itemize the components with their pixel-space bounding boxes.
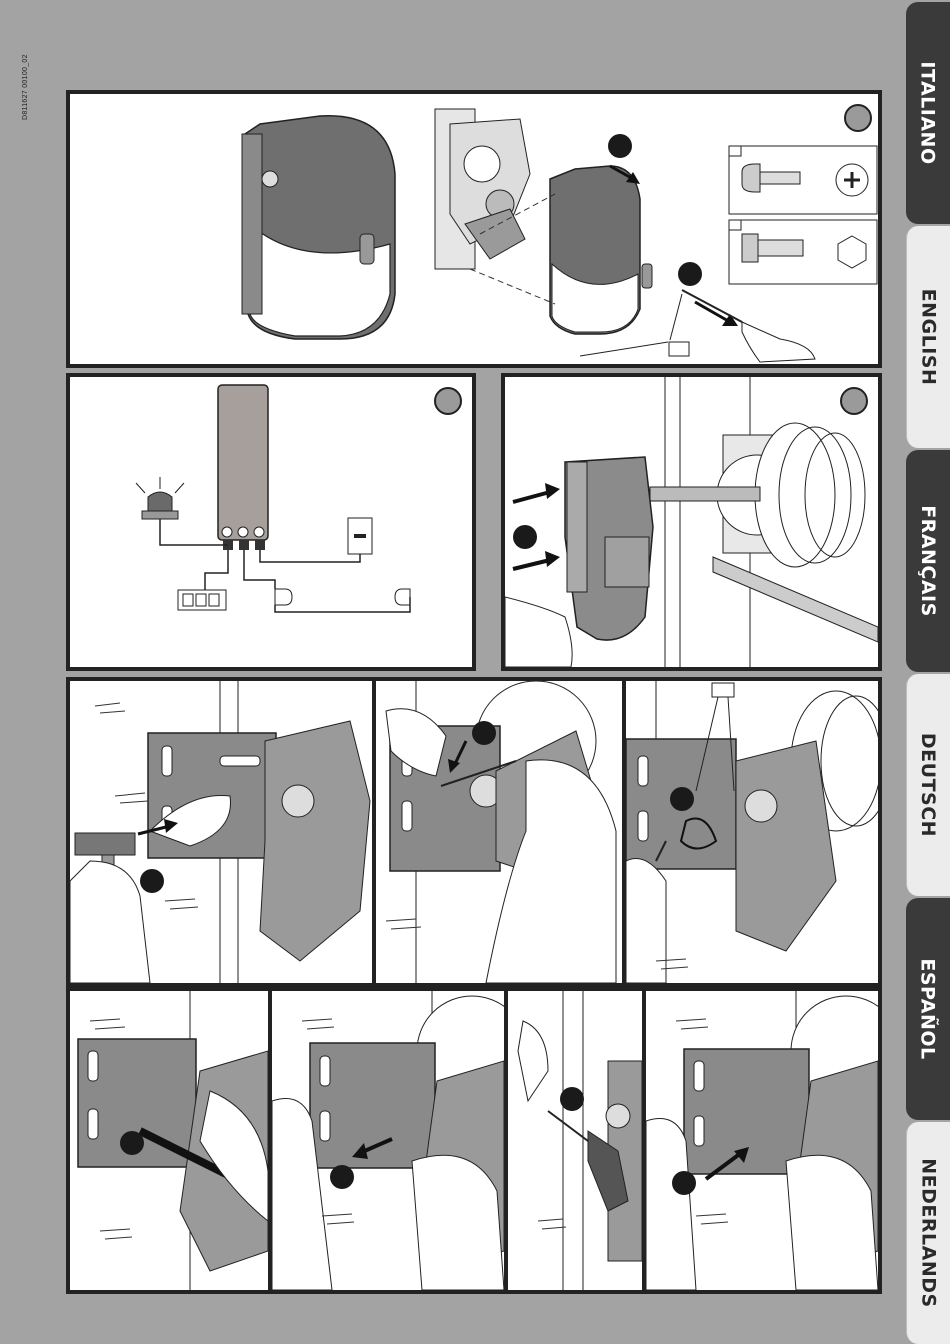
panel-cover-removal xyxy=(66,90,882,368)
wiring-diagram xyxy=(70,377,472,667)
hammer-step-illustration xyxy=(70,681,372,983)
level-step-illustration xyxy=(70,991,268,1290)
tab-label: ITALIANO xyxy=(917,61,939,164)
step-number-marker xyxy=(678,262,702,286)
tab-nederlands[interactable]: NEDERLANDS xyxy=(906,1122,950,1344)
step-number-marker xyxy=(670,787,694,811)
tab-label: NEDERLANDS xyxy=(918,1158,940,1307)
step-number-marker xyxy=(472,721,496,745)
step-badge xyxy=(840,387,868,415)
tab-label: ENGLISH xyxy=(918,289,940,386)
step-number-marker xyxy=(513,525,537,549)
panel-bracket-fixing-row xyxy=(66,677,882,987)
panel-screwdriver-step xyxy=(376,681,626,983)
panel-level-step xyxy=(70,991,272,1290)
panel-drill-step xyxy=(508,991,646,1290)
tab-deutsch[interactable]: DEUTSCH xyxy=(906,674,950,896)
panel-bracket-push-step xyxy=(272,991,508,1290)
step-number-marker xyxy=(330,1165,354,1189)
panel-motor-insertion xyxy=(501,373,882,671)
panel-hammer-step xyxy=(70,681,376,983)
step-number-marker xyxy=(672,1171,696,1195)
panel-wire-step xyxy=(626,681,878,983)
document-code: D811627 00100_02 xyxy=(22,54,29,120)
tab-label: ESPAÑOL xyxy=(917,958,939,1059)
wire-step-illustration xyxy=(626,681,878,983)
panel-final-steps-row xyxy=(66,987,882,1294)
step-number-marker xyxy=(140,869,164,893)
step-badge xyxy=(434,387,462,415)
panel-wiring-diagram xyxy=(66,373,476,671)
step-number-marker xyxy=(608,134,632,158)
panel-bracket-fit-step xyxy=(646,991,878,1290)
step-number-marker xyxy=(560,1087,584,1111)
motor-insertion-illustration xyxy=(505,377,878,667)
step-badge xyxy=(844,104,872,132)
tab-label: DEUTSCH xyxy=(918,733,940,837)
cover-removal-illustration xyxy=(70,94,878,364)
step-number-marker xyxy=(120,1131,144,1155)
tab-english[interactable]: ENGLISH xyxy=(906,226,950,448)
screwdriver-step-illustration xyxy=(376,681,622,983)
tab-francais[interactable]: FRANÇAIS xyxy=(906,450,950,672)
tab-italiano[interactable]: ITALIANO xyxy=(906,2,950,224)
bracket-fit-illustration xyxy=(646,991,878,1290)
bracket-push-illustration xyxy=(272,991,504,1290)
tab-label: FRANÇAIS xyxy=(917,505,939,617)
language-tabs: ITALIANO ENGLISH FRANÇAIS DEUTSCH ESPAÑO… xyxy=(906,0,950,1344)
drill-step-illustration xyxy=(508,991,642,1290)
tab-espanol[interactable]: ESPAÑOL xyxy=(906,898,950,1120)
